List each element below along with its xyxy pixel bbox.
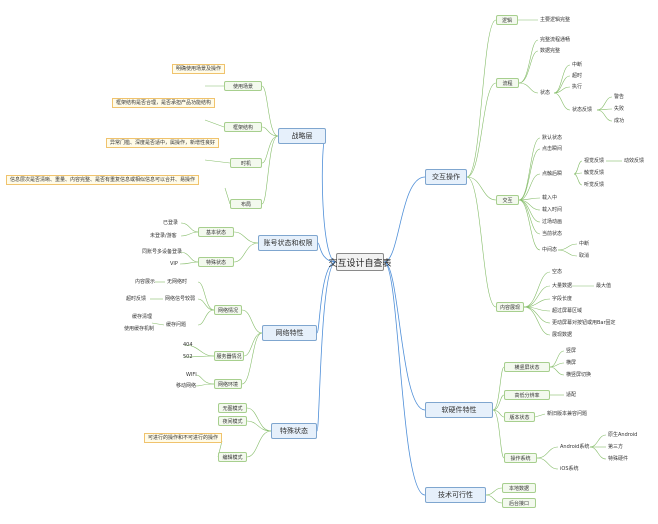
visual-feedback-label: 视觉反馈 xyxy=(584,158,605,164)
flow-state-item: 中断 xyxy=(572,62,583,68)
network-timeout-feedback: 超时反馈 xyxy=(126,296,147,302)
interact-item: 默认状态 xyxy=(542,135,563,141)
strategy-framework-note: 框架结构是否合理，是否承担产品功能结构 xyxy=(112,98,216,108)
flow-feedback-label: 状态反馈 xyxy=(572,107,593,113)
network-env-node[interactable]: 网络环境 xyxy=(214,379,242,389)
branch-tech[interactable]: 技术可行性 xyxy=(425,487,486,503)
interaction-content-node[interactable]: 内容展现 xyxy=(496,302,524,312)
android-item: 第三方 xyxy=(608,444,624,450)
android-label: Android系统 xyxy=(560,444,590,450)
network-cache-mechanism: 使用缓存机制 xyxy=(124,326,155,332)
flow-feedback-item: 成功 xyxy=(614,118,625,124)
switch-item: 中断 xyxy=(579,241,590,247)
branch-network[interactable]: 网络特性 xyxy=(262,325,317,341)
special-night-node[interactable]: 夜间模式 xyxy=(218,416,247,426)
android-item: 原生Android xyxy=(608,432,638,438)
network-wifi: WIFI xyxy=(186,372,197,378)
account-special-node[interactable]: 特殊状态 xyxy=(198,257,234,267)
switch-item: 取消 xyxy=(579,253,590,259)
interact-item: 载入中 xyxy=(542,195,558,201)
hardware-resolution-node[interactable]: 高低分辨率 xyxy=(504,390,550,400)
special-edit-node[interactable]: 编辑模式 xyxy=(218,452,247,462)
interaction-interact-node[interactable]: 交互 xyxy=(496,195,519,205)
network-status-node[interactable]: 网络情况 xyxy=(214,305,242,315)
network-server-node[interactable]: 服务器情况 xyxy=(214,351,244,361)
content-max-value: 最大值 xyxy=(596,283,612,289)
content-item: 空态 xyxy=(552,269,563,275)
branch-account[interactable]: 账号状态和权限 xyxy=(258,235,318,251)
touch-feedback-label: 触觉反馈 xyxy=(584,170,605,176)
flow-item: 数据完整 xyxy=(540,48,561,54)
content-item: 展现数据 xyxy=(552,332,573,338)
landscape-item: 竖屏 xyxy=(566,348,577,354)
flow-feedback-item: 警告 xyxy=(614,94,625,100)
tech-local-node[interactable]: 本地数据 xyxy=(502,483,536,493)
content-item: 更动屏幕对按钮或用Bar固定 xyxy=(552,320,616,326)
interaction-flow-node[interactable]: 流程 xyxy=(496,78,519,88)
interact-item: 过场动画 xyxy=(542,219,563,225)
ios-label: iOS系统 xyxy=(560,466,579,472)
flow-state-item: 执行 xyxy=(572,84,583,90)
account-multi-device: 同账号多设备登录 xyxy=(142,249,183,255)
special-edit-note: 可进行的操作和不可进行的操作 xyxy=(144,433,223,443)
landscape-item: 横竖屏切换 xyxy=(566,372,592,378)
hardware-os-node[interactable]: 操作系统 xyxy=(504,453,537,463)
flow-feedback-item: 失败 xyxy=(614,106,625,112)
branch-hardware[interactable]: 软硬件特性 xyxy=(425,402,493,418)
special-no-image-node[interactable]: 无图模式 xyxy=(218,403,247,413)
network-content-display: 内容展示 xyxy=(135,279,156,285)
audio-feedback-label: 听觉反馈 xyxy=(584,182,605,188)
network-502: 502 xyxy=(183,354,193,360)
hardware-version-node[interactable]: 版本状态 xyxy=(504,412,535,422)
flow-state-label: 状态 xyxy=(540,90,551,96)
strategy-timing-note: 异常门槛、深度是否适中，属操作，新增性良好 xyxy=(106,138,220,148)
interact-item: 当前状态 xyxy=(542,231,563,237)
strategy-layout-note: 信息层次是否清晰、重量、内容完整、是否有重复信息或相似信息可以合并、易操作 xyxy=(6,175,200,185)
strategy-layout-node[interactable]: 布局 xyxy=(230,199,262,209)
strategy-timing-node[interactable]: 时机 xyxy=(230,158,262,168)
strategy-scene-note: 明确使用场景及操作 xyxy=(172,64,226,74)
network-404: 404 xyxy=(183,342,193,348)
tech-backend-node[interactable]: 后台接口 xyxy=(502,498,536,508)
resolution-item: 适配 xyxy=(566,392,577,398)
branch-special[interactable]: 特殊状态 xyxy=(271,423,317,439)
network-weak-signal: 网络信号较弱 xyxy=(165,296,196,302)
strategy-framework-node[interactable]: 框架结构 xyxy=(224,122,262,132)
network-cache-clear: 缓存清理 xyxy=(132,314,153,320)
interact-item: 载入时间 xyxy=(542,207,563,213)
account-vip: VIP xyxy=(170,261,178,267)
interaction-logic-node[interactable]: 逻辑 xyxy=(496,15,518,25)
flow-state-item: 超时 xyxy=(572,73,583,79)
interact-item: 点击瞬间 xyxy=(542,146,563,152)
click-after-label: 点触后瞬 xyxy=(542,171,563,177)
root-node[interactable]: 交互设计自查表 xyxy=(329,253,392,271)
account-basic-node[interactable]: 基本状态 xyxy=(198,227,234,237)
branch-strategy[interactable]: 战略层 xyxy=(278,128,326,144)
interaction-logic-item: 主要逻辑完整 xyxy=(540,17,571,23)
branch-interaction[interactable]: 交互操作 xyxy=(425,169,467,185)
landscape-item: 横屏 xyxy=(566,360,577,366)
hardware-landscape-node[interactable]: 横竖屏状态 xyxy=(504,362,550,372)
account-logged-in: 已登录 xyxy=(163,220,179,226)
version-item: 新旧版本兼容问题 xyxy=(547,411,588,417)
network-cache-issue: 缓存问题 xyxy=(166,322,187,328)
content-item: 超过屏幕区域 xyxy=(552,308,583,314)
account-not-logged-in: 未登录/游客 xyxy=(150,233,177,239)
strategy-scene-node[interactable]: 使用场景 xyxy=(224,81,262,91)
visual-feedback-item: 动效反馈 xyxy=(624,158,645,164)
switch-label: 中间态 xyxy=(542,247,558,253)
content-item: 大量数据 xyxy=(552,283,573,289)
network-mobile: 移动网络 xyxy=(176,383,197,389)
flow-item: 完整流程通畅 xyxy=(540,37,571,43)
android-item: 特殊硬件 xyxy=(608,456,629,462)
network-no-network: 无网络时 xyxy=(167,279,188,285)
content-item: 字段长度 xyxy=(552,296,573,302)
